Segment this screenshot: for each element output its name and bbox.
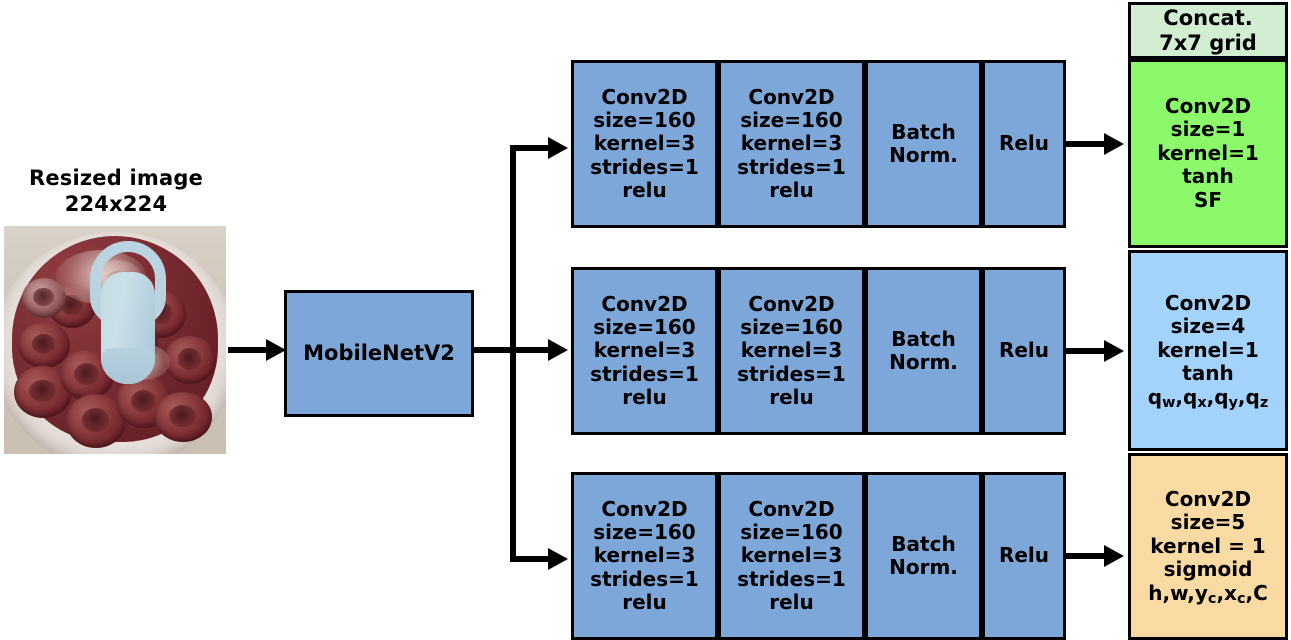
head-scale-factor[interactable]: Conv2D size=1 kernel=1 tanh SF	[1128, 59, 1288, 248]
block-line: size=160	[740, 314, 843, 339]
concat-line: 7x7 grid	[1159, 30, 1257, 55]
arrowhead-branch-middle-to-head	[1104, 340, 1124, 362]
block-line: relu	[769, 385, 814, 410]
block-line: Conv2D	[748, 291, 835, 316]
input-image	[4, 226, 226, 454]
head-line: Conv2D	[1164, 487, 1252, 512]
head-line: tanh	[1182, 361, 1234, 386]
block-line: strides=1	[590, 566, 699, 591]
head-line: kernel = 1	[1150, 533, 1266, 558]
head-line: size=4	[1170, 314, 1246, 339]
branch-top-relu[interactable]: Relu	[982, 60, 1066, 228]
block-line: kernel=3	[740, 543, 843, 568]
arrowhead-branch-bottom	[548, 548, 568, 570]
block-line: relu	[622, 385, 667, 410]
input-image-caption: Resized image 224x224	[6, 165, 226, 218]
arrowhead-branch-bottom-to-head	[1104, 545, 1124, 567]
block-line: size=160	[593, 519, 696, 544]
block-line: Relu	[998, 543, 1050, 568]
branch-middle-batchnorm[interactable]: Batch Norm.	[865, 267, 982, 435]
block-line: Norm.	[889, 350, 958, 374]
head-quaternion[interactable]: Conv2D size=4 kernel=1 tanh qw,qx,qy,qz	[1128, 250, 1288, 451]
head-line: kernel=1	[1157, 337, 1259, 362]
block-line: Relu	[998, 131, 1050, 156]
block-line: Conv2D	[748, 496, 835, 521]
block-line: relu	[622, 590, 667, 615]
connector-branch-middle-to-head	[1066, 348, 1110, 354]
block-line: relu	[769, 178, 814, 203]
block-line: Relu	[998, 338, 1050, 363]
head-line: size=1	[1170, 117, 1246, 142]
block-line: Batch	[891, 326, 956, 351]
head-line: size=5	[1170, 510, 1246, 535]
cherry	[14, 366, 72, 418]
arrowhead-branch-top	[548, 137, 568, 159]
head-bounding-box[interactable]: Conv2D size=5 kernel = 1 sigmoid h,w,yc,…	[1128, 453, 1288, 640]
head-bbox-vars: h,w,yc,xc,C	[1148, 580, 1268, 608]
mobilenetv2-label: MobileNetV2	[303, 341, 455, 366]
block-line: kernel=3	[593, 338, 696, 363]
connector-branch-top-to-head	[1066, 141, 1110, 147]
branch-top-batchnorm[interactable]: Batch Norm.	[865, 60, 982, 228]
block-line: Conv2D	[748, 84, 835, 109]
block-line: relu	[622, 178, 667, 203]
block-line: Norm.	[889, 555, 958, 579]
arrowhead-branch-top-to-head	[1104, 133, 1124, 155]
block-line: Batch	[891, 531, 956, 556]
branch-top-conv2d-a[interactable]: Conv2D size=160 kernel=3 strides=1 relu	[571, 60, 718, 228]
connector-image-to-backbone	[228, 347, 270, 353]
head-quaternion-vars: qw,qx,qy,qz	[1147, 384, 1269, 412]
node-mobilenetv2[interactable]: MobileNetV2	[284, 290, 474, 417]
block-line: kernel=3	[593, 543, 696, 568]
head-line: tanh	[1182, 164, 1234, 189]
connector-backbone-out	[474, 347, 516, 353]
cherry	[164, 336, 216, 384]
block-line: strides=1	[590, 154, 699, 179]
branch-middle-conv2d-b[interactable]: Conv2D size=160 kernel=3 strides=1 relu	[718, 267, 865, 435]
block-line: size=160	[593, 107, 696, 132]
input-caption-line2: image 224x224	[64, 166, 204, 217]
cherry	[18, 322, 70, 368]
block-line: Norm.	[889, 143, 958, 167]
branch-bottom-conv2d-b[interactable]: Conv2D size=160 kernel=3 strides=1 relu	[718, 472, 865, 640]
block-line: Conv2D	[601, 84, 688, 109]
block-line: size=160	[740, 107, 843, 132]
concat-header: Concat. 7x7 grid	[1128, 2, 1288, 59]
branch-bottom-batchnorm[interactable]: Batch Norm.	[865, 472, 982, 640]
connector-to-branch-middle	[510, 347, 554, 353]
block-line: strides=1	[737, 566, 846, 591]
head-line: sigmoid	[1163, 557, 1253, 582]
block-line: Conv2D	[601, 496, 688, 521]
connector-split-vertical	[510, 145, 516, 562]
block-line: size=160	[740, 519, 843, 544]
branch-bottom-conv2d-a[interactable]: Conv2D size=160 kernel=3 strides=1 relu	[571, 472, 718, 640]
block-line: kernel=3	[593, 131, 696, 156]
branch-middle-conv2d-a[interactable]: Conv2D size=160 kernel=3 strides=1 relu	[571, 267, 718, 435]
block-line: kernel=3	[740, 131, 843, 156]
block-line: strides=1	[737, 154, 846, 179]
arrowhead-branch-middle	[548, 339, 568, 361]
head-line: SF	[1193, 187, 1223, 212]
head-line: Conv2D	[1164, 291, 1252, 316]
arrowhead-image-to-backbone	[266, 339, 286, 361]
connector-to-branch-top	[510, 145, 554, 151]
branch-bottom-relu[interactable]: Relu	[982, 472, 1066, 640]
block-line: Conv2D	[601, 291, 688, 316]
block-line: Batch	[891, 119, 956, 144]
block-line: strides=1	[590, 361, 699, 386]
block-line: relu	[769, 590, 814, 615]
block-line: size=160	[593, 314, 696, 339]
head-line: kernel=1	[1157, 140, 1259, 165]
branch-middle-relu[interactable]: Relu	[982, 267, 1066, 435]
connector-branch-bottom-to-head	[1066, 553, 1110, 559]
cherry	[154, 392, 212, 442]
head-line: Conv2D	[1164, 94, 1252, 119]
branch-top-conv2d-b[interactable]: Conv2D size=160 kernel=3 strides=1 relu	[718, 60, 865, 228]
concat-line: Concat.	[1163, 5, 1253, 30]
input-caption-line1: Resized	[28, 166, 122, 190]
connector-to-branch-bottom	[510, 556, 554, 562]
block-line: kernel=3	[740, 338, 843, 363]
block-line: strides=1	[737, 361, 846, 386]
